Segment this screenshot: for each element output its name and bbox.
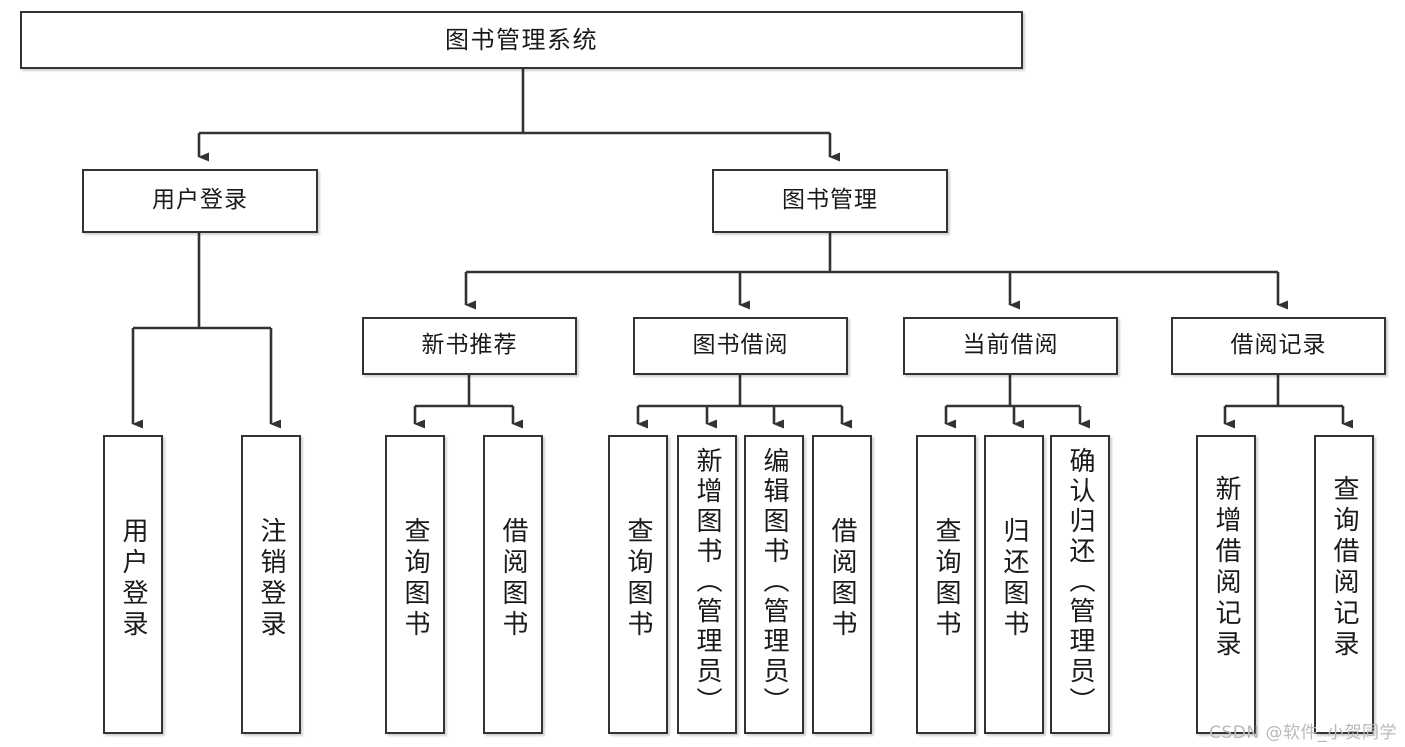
node-label: 新书推荐 <box>421 332 518 359</box>
node-label: 查询图书 <box>931 517 961 641</box>
node-label: 编辑图书（管理员） <box>759 447 789 717</box>
node-label: 当前借阅 <box>962 332 1059 359</box>
node-new-book-recommendation[interactable]: 新书推荐 <box>362 317 577 375</box>
node-label: 图书管理 <box>782 187 878 214</box>
leaf-borrow-book-recommendation[interactable]: 借阅图书 <box>483 435 543 734</box>
leaf-add-borrow-record[interactable]: 新增借阅记录 <box>1196 435 1256 734</box>
node-book-manage[interactable]: 图书管理 <box>712 169 948 233</box>
node-label: 借阅图书 <box>498 517 528 641</box>
leaf-query-book-recommendation[interactable]: 查询图书 <box>385 435 445 734</box>
leaf-edit-book-admin[interactable]: 编辑图书（管理员） <box>744 435 804 734</box>
leaf-query-book-borrow[interactable]: 查询图书 <box>608 435 668 734</box>
node-label: 用户登录 <box>152 187 248 214</box>
csdn-watermark: CSDN @软件_小贺同学 <box>1209 723 1397 743</box>
node-borrow-record[interactable]: 借阅记录 <box>1171 317 1386 375</box>
node-user-login[interactable]: 用户登录 <box>82 169 318 233</box>
node-label: 新增图书（管理员） <box>692 447 722 717</box>
node-label: 注销登录 <box>256 517 286 641</box>
node-label: 图书借阅 <box>692 332 789 359</box>
node-label: 新增借阅记录 <box>1211 475 1241 661</box>
leaf-user-login[interactable]: 用户登录 <box>103 435 163 734</box>
node-label: 查询借阅记录 <box>1329 475 1359 661</box>
leaf-return-book[interactable]: 归还图书 <box>984 435 1044 734</box>
leaf-query-borrow-record[interactable]: 查询借阅记录 <box>1314 435 1374 734</box>
node-current-borrow[interactable]: 当前借阅 <box>903 317 1118 375</box>
leaf-user-logout[interactable]: 注销登录 <box>241 435 301 734</box>
leaf-borrow-book[interactable]: 借阅图书 <box>812 435 872 734</box>
node-label: 查询图书 <box>400 517 430 641</box>
leaf-confirm-return-admin[interactable]: 确认归还（管理员） <box>1050 435 1110 734</box>
leaf-query-book-current[interactable]: 查询图书 <box>916 435 976 734</box>
node-label: 归还图书 <box>999 517 1029 641</box>
node-root-system[interactable]: 图书管理系统 <box>20 11 1023 69</box>
node-label: 查询图书 <box>623 517 653 641</box>
node-label: 确认归还（管理员） <box>1065 447 1095 717</box>
node-label: 借阅记录 <box>1230 332 1327 359</box>
leaf-add-book-admin[interactable]: 新增图书（管理员） <box>677 435 737 734</box>
node-label: 用户登录 <box>118 517 148 641</box>
node-label: 图书管理系统 <box>445 25 598 54</box>
node-book-borrow[interactable]: 图书借阅 <box>633 317 848 375</box>
node-label: 借阅图书 <box>827 517 857 641</box>
